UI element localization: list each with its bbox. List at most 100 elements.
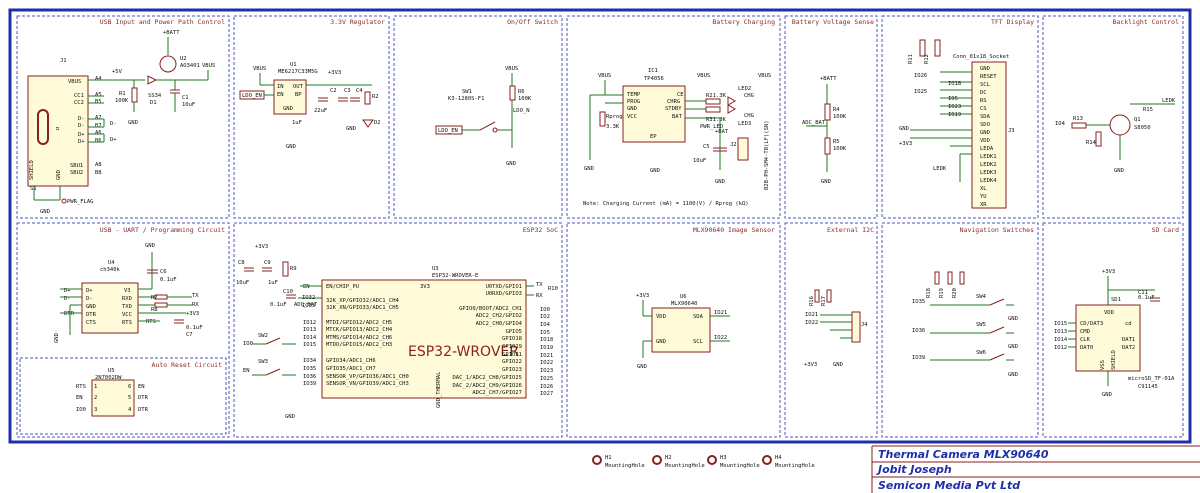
svg-text:2N7002DW: 2N7002DW bbox=[95, 375, 122, 381]
panel-title: Battery Voltage Sense bbox=[792, 18, 874, 26]
svg-text:GPIO18: GPIO18 bbox=[502, 336, 522, 342]
svg-text:GPIO5: GPIO5 bbox=[505, 329, 522, 335]
svg-text:GND: GND bbox=[627, 106, 637, 112]
svg-text:EN/CHIP_PU: EN/CHIP_PU bbox=[326, 284, 359, 290]
svg-text:DTR: DTR bbox=[86, 312, 97, 318]
svg-text:VBUS: VBUS bbox=[598, 73, 611, 79]
svg-text:microSD_TF-01A: microSD_TF-01A bbox=[1128, 376, 1175, 382]
svg-text:VBUS: VBUS bbox=[758, 73, 771, 79]
svg-text:GND: GND bbox=[656, 339, 666, 345]
svg-text:CHG: CHG bbox=[744, 113, 754, 119]
svg-text:1: 1 bbox=[94, 384, 97, 390]
svg-text:IO5: IO5 bbox=[948, 96, 958, 102]
project-title: Thermal Camera MLX90640 bbox=[878, 448, 1049, 461]
svg-text:SW5: SW5 bbox=[976, 322, 986, 328]
svg-text:IO26: IO26 bbox=[540, 384, 553, 390]
svg-text:ESP32-WROVER-E: ESP32-WROVER-E bbox=[432, 273, 478, 279]
svg-text:Note: Charging Current (mA) =: Note: Charging Current (mA) = 1100(V) / … bbox=[583, 201, 749, 207]
svg-text:32K_XN/GPIO33/ADC1_CH5: 32K_XN/GPIO33/ADC1_CH5 bbox=[326, 305, 399, 311]
svg-text:EN: EN bbox=[138, 384, 145, 390]
svg-text:AO3401: AO3401 bbox=[180, 63, 200, 69]
svg-text:B7: B7 bbox=[95, 123, 102, 129]
svg-text:GND: GND bbox=[56, 170, 62, 180]
svg-text:SHIELD: SHIELD bbox=[29, 160, 35, 180]
svg-text:6: 6 bbox=[128, 384, 131, 390]
panel-title: 3.3V Regulator bbox=[330, 18, 385, 26]
panel-title: Battery Charging bbox=[712, 18, 775, 26]
svg-text:SCL: SCL bbox=[980, 82, 991, 88]
svg-text:GND_THERMAL: GND_THERMAL bbox=[436, 371, 442, 408]
svg-text:DAT1: DAT1 bbox=[1122, 337, 1135, 343]
sd-card: SD1 CD/DAT3 CMD CLK DAT0 VDD cd DAT1 DAT… bbox=[1054, 269, 1175, 398]
svg-text:C7: C7 bbox=[186, 332, 193, 338]
svg-text:MTMS/GPIO14/ADC2_CH6: MTMS/GPIO14/ADC2_CH6 bbox=[326, 335, 392, 341]
svg-text:V3: V3 bbox=[124, 288, 131, 294]
svg-text:GND: GND bbox=[54, 333, 60, 343]
svg-text:DTR: DTR bbox=[138, 407, 149, 413]
panel-nav: Navigation Switches bbox=[881, 222, 1039, 438]
svg-text:GND: GND bbox=[715, 179, 725, 185]
svg-text:Q1: Q1 bbox=[1134, 117, 1141, 123]
svg-text:RXD: RXD bbox=[122, 296, 132, 302]
svg-text:CS: CS bbox=[980, 106, 987, 112]
svg-text:IO14: IO14 bbox=[303, 335, 317, 341]
panel-uart: USB - UART / Programming Circuit bbox=[16, 222, 230, 438]
svg-text:R21.3K: R21.3K bbox=[706, 93, 727, 99]
svg-text:IO0: IO0 bbox=[540, 307, 550, 313]
svg-text:IO5: IO5 bbox=[540, 330, 550, 336]
svg-text:GND: GND bbox=[821, 179, 831, 185]
svg-text:IO2: IO2 bbox=[540, 314, 550, 320]
svg-text:MountingHole: MountingHole bbox=[775, 463, 815, 469]
svg-text:GND: GND bbox=[1008, 316, 1018, 322]
svg-text:ADC2_CH2/GPIO2: ADC2_CH2/GPIO2 bbox=[476, 313, 522, 319]
svg-text:SW4: SW4 bbox=[976, 294, 987, 300]
svg-text:GND: GND bbox=[283, 106, 293, 112]
power-path: +5V +BATT U2 AO3401 VBUS R1 100K GND SS3… bbox=[112, 30, 215, 126]
svg-text:3V3: 3V3 bbox=[420, 284, 430, 290]
panel-title: USB Input and Power Path Control bbox=[100, 18, 225, 26]
svg-text:LDO_EN: LDO_EN bbox=[438, 128, 458, 134]
svg-text:GND: GND bbox=[650, 168, 660, 174]
svg-text:C2: C2 bbox=[330, 88, 337, 94]
svg-text:MTDI/GPIO12/ADC2_CH5: MTDI/GPIO12/ADC2_CH5 bbox=[326, 320, 392, 326]
svg-text:IO39: IO39 bbox=[912, 355, 925, 361]
svg-text:CLK: CLK bbox=[1080, 337, 1091, 343]
svg-text:R20: R20 bbox=[952, 288, 958, 298]
svg-text:VDD: VDD bbox=[980, 138, 990, 144]
svg-text:GND: GND bbox=[833, 362, 843, 368]
svg-text:TXD: TXD bbox=[122, 304, 132, 310]
svg-text:D+: D+ bbox=[86, 288, 93, 294]
svg-text:R1: R1 bbox=[119, 91, 126, 97]
svg-text:R7: R7 bbox=[151, 295, 158, 301]
svg-text:A8: A8 bbox=[95, 162, 102, 168]
svg-text:RTS: RTS bbox=[122, 320, 132, 326]
svg-text:+3V3: +3V3 bbox=[899, 141, 912, 147]
svg-text:100K: 100K bbox=[115, 98, 129, 104]
svg-text:IO15: IO15 bbox=[303, 342, 316, 348]
svg-text:D+: D+ bbox=[64, 288, 71, 294]
svg-text:LED3: LED3 bbox=[738, 121, 751, 127]
svg-text:U0TXD/GPIO1: U0TXD/GPIO1 bbox=[486, 284, 522, 290]
svg-text:IO19: IO19 bbox=[948, 112, 961, 118]
svg-text:LEDK: LEDK bbox=[933, 166, 947, 172]
svg-text:U5: U5 bbox=[108, 368, 115, 374]
svg-text:MTCK/GPIO13/ADC2_CH4: MTCK/GPIO13/ADC2_CH4 bbox=[326, 327, 393, 333]
svg-text:LEDA: LEDA bbox=[980, 146, 994, 152]
svg-text:TEMP: TEMP bbox=[627, 92, 641, 98]
svg-text:DAC_1/ADC2_CH8/GPIO25: DAC_1/ADC2_CH8/GPIO25 bbox=[452, 375, 522, 381]
svg-text:IO12: IO12 bbox=[303, 320, 316, 326]
svg-text:IO15: IO15 bbox=[1054, 321, 1067, 327]
svg-text:MountingHole: MountingHole bbox=[605, 463, 645, 469]
svg-text:A4: A4 bbox=[95, 76, 102, 82]
mlx-sensor: U6 MLX90640 VDD GND SDA SCL +3V3 GND IO2… bbox=[636, 293, 730, 370]
svg-text:IO21: IO21 bbox=[805, 312, 818, 318]
title-block: Thermal Camera MLX90640 Jobit Joseph Sem… bbox=[871, 445, 1200, 493]
svg-text:GPIO19: GPIO19 bbox=[502, 344, 522, 350]
svg-text:IO21: IO21 bbox=[540, 353, 553, 359]
svg-text:GND: GND bbox=[506, 161, 516, 167]
svg-text:VBUS: VBUS bbox=[68, 79, 81, 85]
svg-text:RTS: RTS bbox=[76, 384, 86, 390]
svg-text:C11: C11 bbox=[1138, 290, 1148, 296]
svg-text:GND: GND bbox=[285, 414, 295, 420]
svg-text:EN: EN bbox=[76, 395, 83, 401]
